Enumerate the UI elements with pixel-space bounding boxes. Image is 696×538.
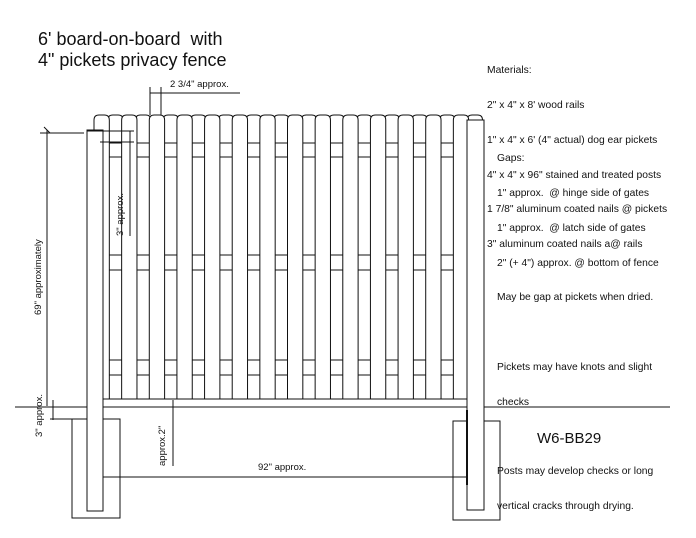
material-item: 2" x 4" x 8' wood rails (487, 99, 585, 111)
front-picket (148, 114, 166, 399)
materials-heading: Materials: (487, 65, 532, 77)
front-picket (204, 114, 221, 399)
gap-item: 1" approx. @ latch side of gates (497, 222, 646, 234)
back-picket (273, 114, 290, 399)
back-picket (245, 114, 262, 399)
picket-gap-dimension (149, 87, 240, 115)
post-note: vertical cracks through drying. (497, 501, 634, 512)
picket-gap-label: 2 3/4" approx. (170, 79, 229, 90)
back-picket (411, 114, 428, 399)
ground-offset-dimension (50, 400, 87, 420)
back-picket (217, 114, 235, 399)
gap-item: May be gap at pickets when dried. (497, 292, 654, 304)
right-post (466, 119, 485, 511)
top-offset-dimension (87, 130, 134, 236)
materials-list: Materials: 2" x 4" x 8' wood rails 1" x … (487, 42, 667, 262)
front-picket (342, 114, 359, 399)
gaps-heading: Gaps: (497, 153, 525, 165)
bottom-gap-label: approx.2" (157, 425, 168, 466)
back-picket (190, 114, 207, 399)
material-item: 1 7/8" aluminum coated nails @ pickets (487, 204, 668, 216)
ground-offset-label: 3" approx. (34, 394, 45, 437)
gap-item: 1" approx. @ hinge side of gates (497, 187, 650, 199)
back-picket (300, 114, 318, 399)
front-picket (259, 114, 276, 399)
back-picket (439, 114, 456, 399)
front-picket (287, 114, 304, 399)
left-post (86, 129, 104, 512)
front-picket (425, 114, 442, 399)
front-picket (369, 114, 387, 399)
material-item: 1" x 4" x 6' (4" actual) dog ear pickets (487, 134, 658, 146)
front-picket (231, 114, 249, 399)
front-picket (176, 114, 193, 399)
gaps-notes: Gaps: 1" approx. @ hinge side of gates 1… (497, 130, 659, 524)
height-dimension (40, 126, 84, 406)
back-picket (134, 114, 152, 399)
picket-note: checks (497, 396, 530, 408)
front-picket (121, 114, 138, 399)
post-note: Posts may develop checks or long (497, 466, 654, 478)
gap-item: 2" (+ 4") approx. @ bottom of fence (497, 257, 659, 269)
material-item: 3" aluminum coated nails a@ rails (487, 239, 643, 251)
picket-note: Pickets may have knots and slight (497, 361, 653, 373)
front-picket (314, 114, 331, 399)
back-picket (383, 114, 401, 399)
back-picket (107, 114, 124, 399)
back-picket (162, 114, 179, 399)
front-picket (452, 114, 470, 399)
top-offset-label: 3" approx. (115, 193, 126, 236)
material-item: 4" x 4" x 96" stained and treated posts (487, 169, 662, 181)
title-line-2: 4" pickets privacy fence (38, 50, 227, 70)
back-picket (356, 114, 373, 399)
title-line-1: 6' board-on-board with (38, 29, 223, 49)
back-picket (328, 114, 345, 399)
drawing-code: W6-BB29 (537, 430, 602, 447)
post-spacing-label: 92" approx. (258, 462, 307, 473)
height-label: 69" approximately (33, 239, 44, 315)
front-picket (397, 114, 414, 399)
